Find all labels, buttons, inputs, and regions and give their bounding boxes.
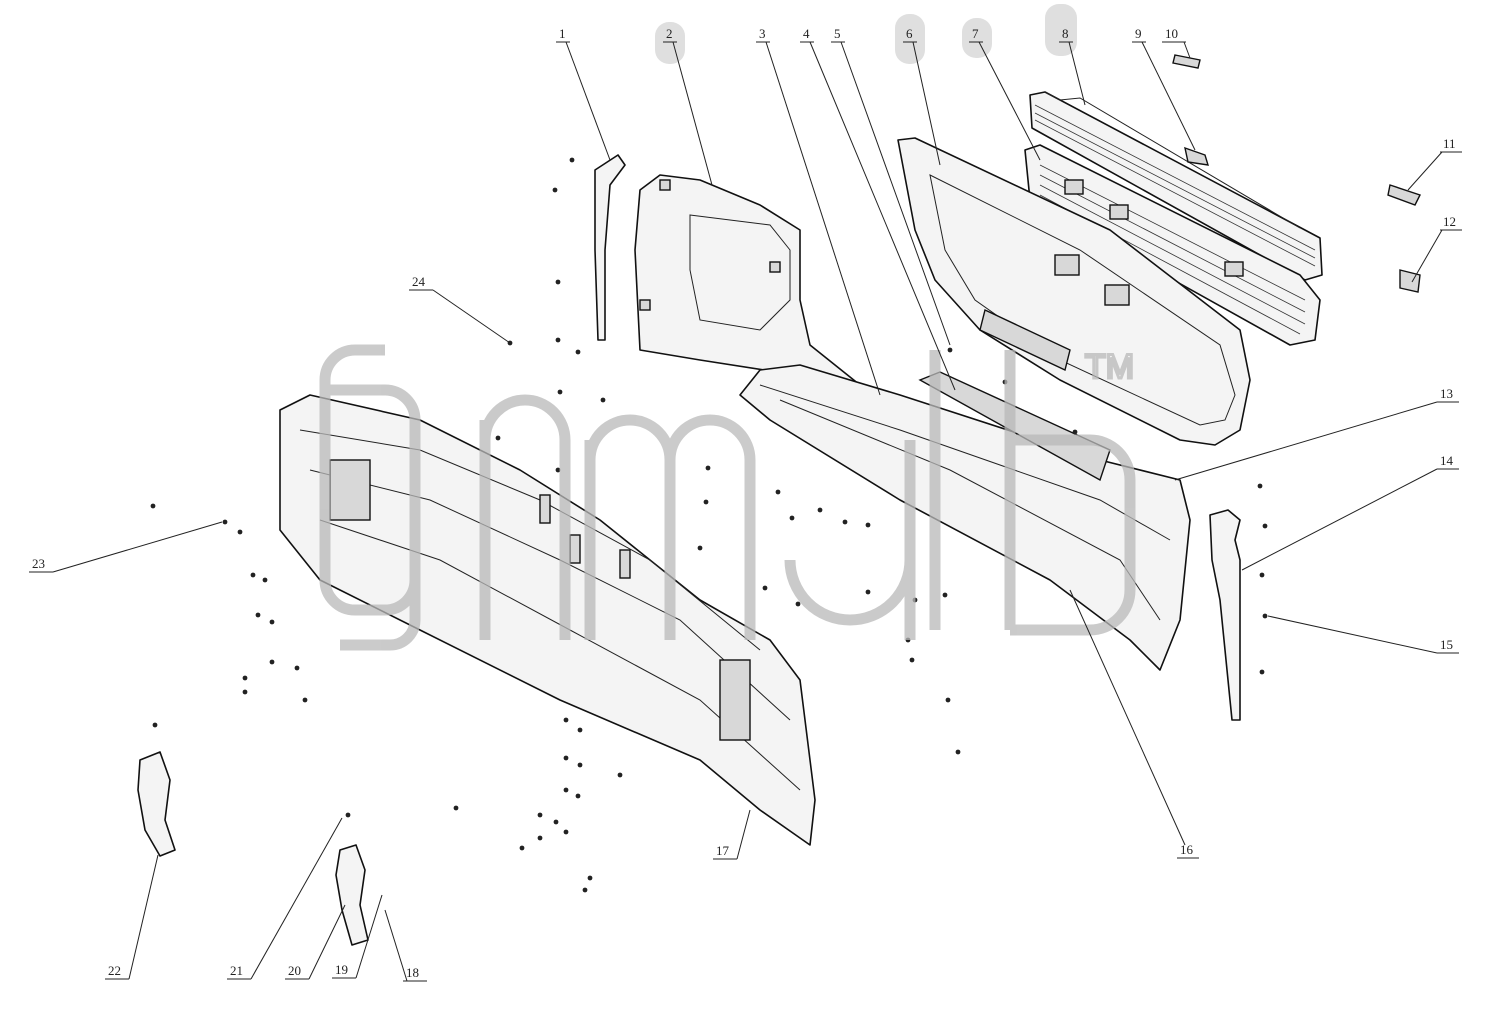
part-left-bracket — [594, 154, 626, 341]
svg-text:4: 4 — [803, 26, 810, 41]
callout-12: 12 — [1411, 214, 1462, 283]
callout-10: 10 — [1162, 26, 1191, 59]
callout-7: 7 — [969, 26, 1041, 161]
callout-11: 11 — [1407, 136, 1462, 191]
svg-text:19: 19 — [335, 962, 348, 977]
part-grille-surround — [897, 137, 1251, 446]
svg-text:11: 11 — [1443, 136, 1456, 151]
part-right-bracket — [1209, 509, 1241, 721]
callout-6: 6 — [903, 26, 941, 166]
callout-1: 1 — [556, 26, 611, 161]
highlight-7 — [962, 18, 992, 58]
callout-17: 17 — [713, 809, 751, 860]
svg-text:7: 7 — [972, 26, 979, 41]
part-small-brackets — [1172, 54, 1421, 293]
svg-text:21: 21 — [230, 963, 243, 978]
svg-text:1: 1 — [559, 26, 566, 41]
callout-highlights — [655, 4, 1077, 64]
svg-text:12: 12 — [1443, 214, 1456, 229]
callout-9: 9 — [1132, 26, 1196, 151]
svg-text:14: 14 — [1440, 453, 1454, 468]
callout-3: 3 — [756, 26, 881, 396]
svg-text:17: 17 — [716, 843, 730, 858]
callout-labels: 1 2 3 4 5 6 7 — [29, 26, 1462, 982]
part-lower-bracket-left — [137, 751, 176, 857]
part-lower-bracket-right — [335, 844, 369, 946]
svg-text:23: 23 — [32, 556, 45, 571]
svg-text:20: 20 — [288, 963, 301, 978]
svg-text:3: 3 — [759, 26, 766, 41]
watermark: TM — [319, 344, 1136, 651]
svg-text:18: 18 — [406, 965, 419, 980]
callout-13: 13 — [1174, 386, 1459, 481]
svg-text:9: 9 — [1135, 26, 1142, 41]
callout-24: 24 — [409, 274, 511, 344]
callout-21: 21 — [227, 817, 343, 980]
fasteners — [150, 157, 1268, 893]
callout-8: 8 — [1059, 26, 1086, 106]
callout-5: 5 — [831, 26, 951, 346]
highlight-6 — [895, 14, 925, 64]
svg-text:24: 24 — [412, 274, 426, 289]
callout-14: 14 — [1241, 453, 1459, 571]
part-upper-grille-mesh — [1029, 91, 1323, 281]
svg-text:8: 8 — [1062, 26, 1069, 41]
svg-text:15: 15 — [1440, 637, 1453, 652]
callout-4: 4 — [800, 26, 956, 391]
watermark-tm: TM — [1085, 348, 1134, 386]
callout-15: 15 — [1267, 615, 1459, 654]
part-upper-trim-panel — [634, 174, 861, 386]
callout-2: 2 — [663, 26, 713, 186]
svg-text:2: 2 — [666, 26, 673, 41]
svg-text:16: 16 — [1180, 842, 1194, 857]
callout-19: 19 — [332, 894, 383, 979]
part-bumper-frame — [279, 394, 816, 846]
highlight-8 — [1045, 4, 1077, 56]
callout-18: 18 — [384, 909, 427, 982]
svg-text:22: 22 — [108, 963, 121, 978]
svg-text:10: 10 — [1165, 26, 1178, 41]
svg-text:6: 6 — [906, 26, 913, 41]
callout-16: 16 — [1069, 589, 1199, 859]
svg-text:13: 13 — [1440, 386, 1453, 401]
highlight-2 — [655, 22, 685, 64]
callout-23: 23 — [29, 521, 223, 573]
callout-22: 22 — [105, 854, 159, 980]
svg-text:5: 5 — [834, 26, 841, 41]
callout-20: 20 — [285, 904, 346, 980]
